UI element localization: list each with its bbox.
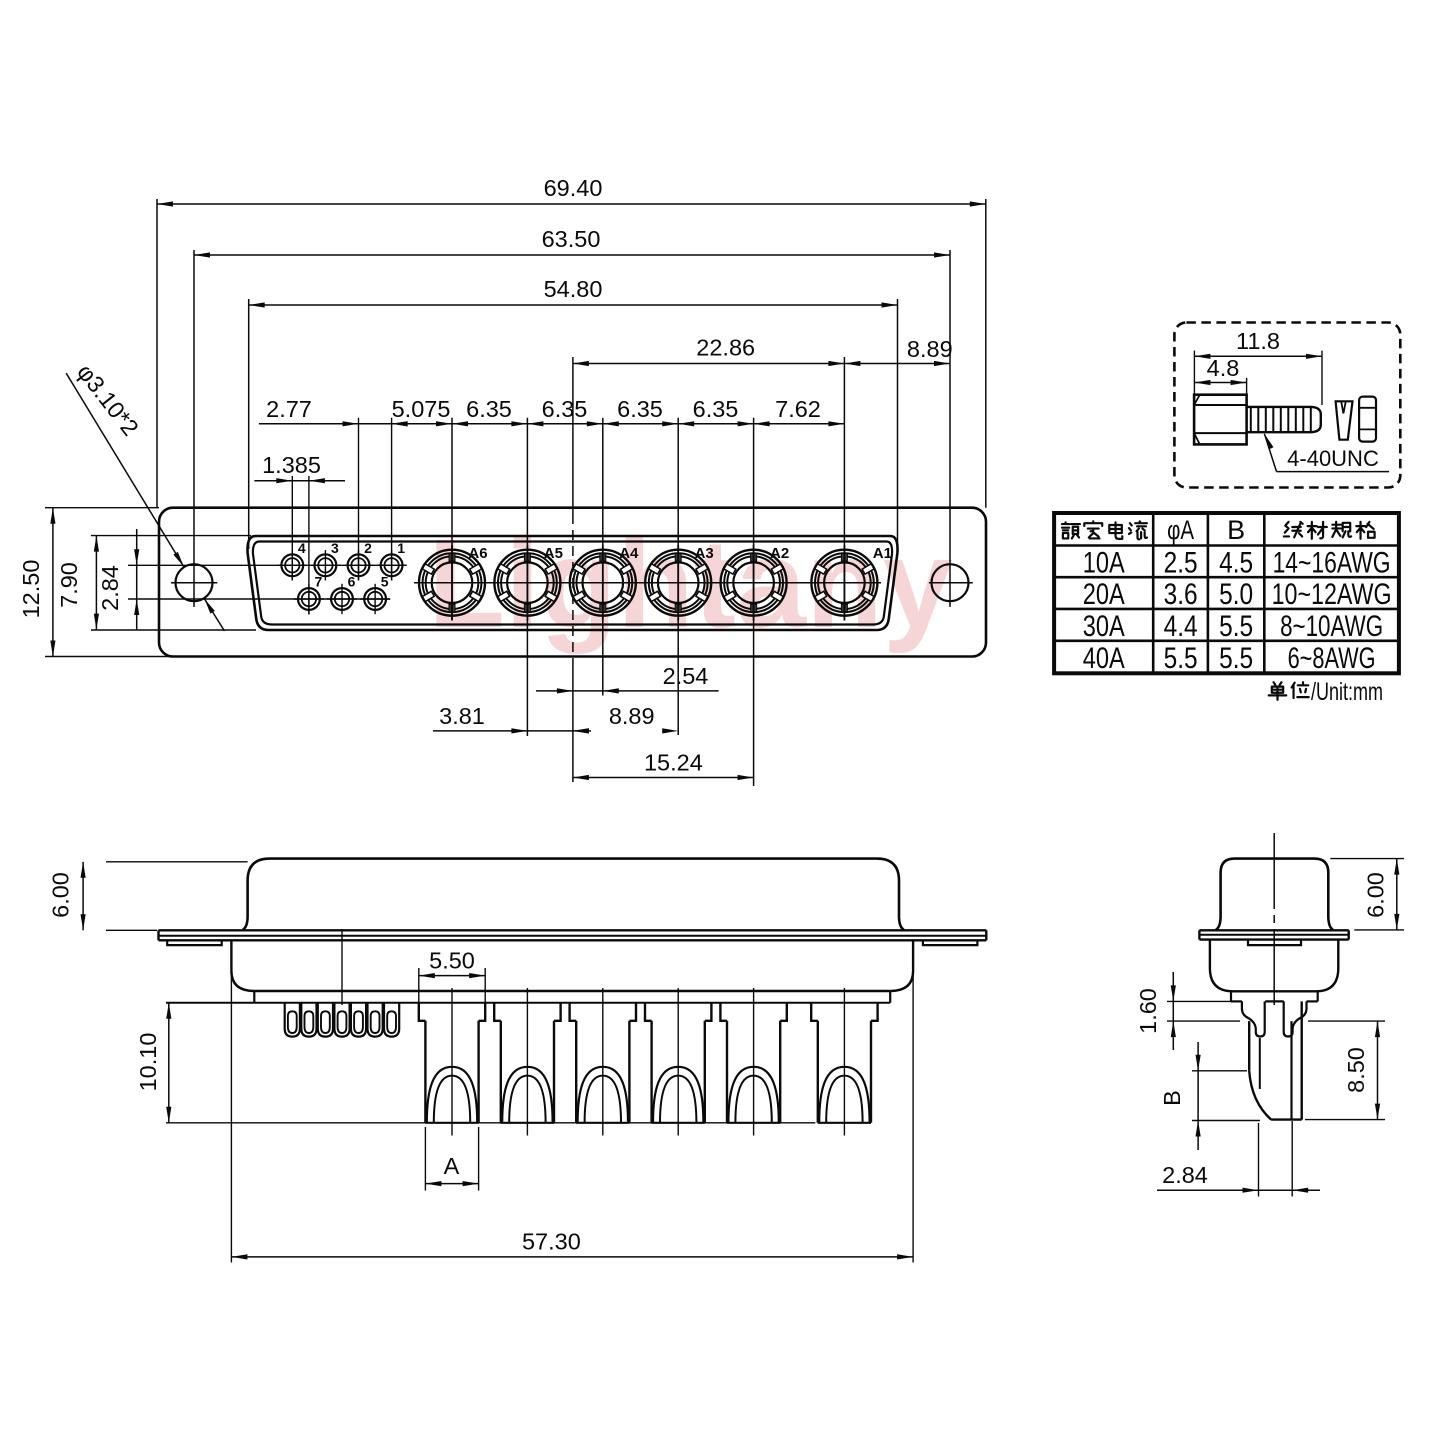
svg-text:1.60: 1.60 <box>1135 988 1161 1034</box>
svg-text:B: B <box>1227 515 1245 545</box>
svg-text:8~10AWG: 8~10AWG <box>1280 610 1383 643</box>
svg-text:5.50: 5.50 <box>429 948 475 974</box>
svg-text:6.35: 6.35 <box>617 396 663 422</box>
svg-text:63.50: 63.50 <box>542 226 601 252</box>
svg-text:8.89: 8.89 <box>907 336 953 362</box>
svg-text:A3: A3 <box>695 545 714 562</box>
svg-text:10A: 10A <box>1083 546 1125 579</box>
svg-text:54.80: 54.80 <box>544 276 603 302</box>
svg-text:5.0: 5.0 <box>1219 578 1253 611</box>
svg-text:3.81: 3.81 <box>439 703 485 729</box>
svg-text:2.84: 2.84 <box>97 565 123 611</box>
svg-text:57.30: 57.30 <box>522 1229 581 1255</box>
svg-text:2: 2 <box>364 540 372 556</box>
svg-text:6.00: 6.00 <box>1363 872 1389 918</box>
svg-text:30A: 30A <box>1083 610 1125 643</box>
svg-text:6.35: 6.35 <box>466 396 512 422</box>
svg-text:6.00: 6.00 <box>48 872 74 918</box>
svg-text:7.90: 7.90 <box>56 562 82 608</box>
svg-text:A: A <box>444 1153 460 1179</box>
svg-text:/Unit:mm: /Unit:mm <box>1311 678 1383 706</box>
svg-text:6~8AWG: 6~8AWG <box>1288 642 1376 675</box>
svg-text:A1: A1 <box>873 545 892 562</box>
svg-text:2.77: 2.77 <box>266 396 312 422</box>
svg-text:1.385: 1.385 <box>262 452 321 478</box>
svg-text:A4: A4 <box>619 545 639 562</box>
svg-text:7: 7 <box>315 574 323 590</box>
svg-text:8.50: 8.50 <box>1343 1047 1369 1093</box>
svg-text:5.5: 5.5 <box>1219 642 1253 675</box>
svg-text:12.50: 12.50 <box>18 560 44 619</box>
svg-text:A5: A5 <box>544 545 563 562</box>
svg-text:3.6: 3.6 <box>1164 578 1198 611</box>
svg-text:2.5: 2.5 <box>1164 546 1198 579</box>
svg-text:40A: 40A <box>1083 642 1125 675</box>
svg-text:7.62: 7.62 <box>775 396 821 422</box>
svg-text:2.54: 2.54 <box>663 663 709 689</box>
svg-text:14~16AWG: 14~16AWG <box>1273 546 1391 579</box>
svg-text:5.075: 5.075 <box>392 396 451 422</box>
svg-text:22.86: 22.86 <box>696 335 755 361</box>
svg-text:69.40: 69.40 <box>544 175 603 201</box>
svg-text:B: B <box>1159 1090 1185 1106</box>
svg-text:2.84: 2.84 <box>1162 1162 1208 1188</box>
svg-text:1: 1 <box>397 540 405 556</box>
svg-text:8.89: 8.89 <box>609 703 655 729</box>
svg-text:5: 5 <box>381 574 389 590</box>
svg-text:6.35: 6.35 <box>542 396 588 422</box>
svg-text:4.5: 4.5 <box>1219 546 1253 579</box>
svg-text:φA: φA <box>1167 515 1194 545</box>
svg-text:5.5: 5.5 <box>1164 642 1198 675</box>
svg-text:A2: A2 <box>770 545 789 562</box>
svg-text:A6: A6 <box>468 545 487 562</box>
svg-text:4-40UNC: 4-40UNC <box>1287 446 1379 471</box>
svg-text:20A: 20A <box>1083 578 1125 611</box>
svg-text:4: 4 <box>298 540 306 556</box>
svg-text:10~12AWG: 10~12AWG <box>1272 578 1392 611</box>
svg-text:15.24: 15.24 <box>644 750 703 776</box>
svg-text:11.8: 11.8 <box>1236 328 1280 354</box>
svg-text:6.35: 6.35 <box>693 396 739 422</box>
svg-text:4.8: 4.8 <box>1207 355 1240 381</box>
svg-text:10.10: 10.10 <box>135 1033 161 1092</box>
svg-text:3: 3 <box>331 540 339 556</box>
svg-text:5.5: 5.5 <box>1219 610 1253 643</box>
svg-text:6: 6 <box>348 574 356 590</box>
svg-text:4.4: 4.4 <box>1164 610 1198 643</box>
